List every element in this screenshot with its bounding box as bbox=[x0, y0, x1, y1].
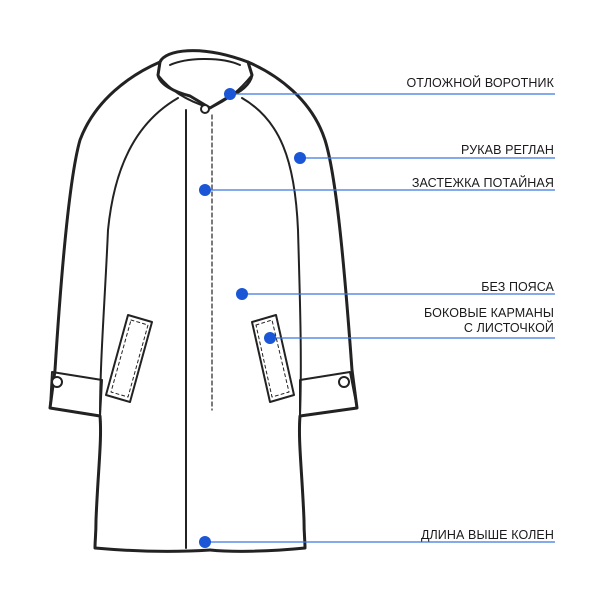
cuff-button-left bbox=[51, 376, 63, 388]
callout-label-pockets-line2: С ЛИСТОЧКОЙ bbox=[463, 321, 554, 335]
pocket-right-stitch bbox=[255, 319, 290, 398]
pocket-left-stitch bbox=[110, 319, 149, 398]
coat-outline bbox=[48, 49, 359, 553]
callout-label-length: ДЛИНА ВЫШЕ КОЛЕН bbox=[420, 528, 554, 542]
cuff-right bbox=[299, 371, 358, 417]
callout-lines bbox=[199, 88, 555, 548]
callout-label-pockets-line1: БОКОВЫЕ КАРМАНЫ bbox=[423, 306, 554, 320]
coat-left-side bbox=[48, 60, 212, 553]
callout-label-collar: ОТЛОЖНОЙ ВОРОТНИК bbox=[406, 76, 554, 90]
cuff-left bbox=[49, 371, 103, 417]
callout-label-sleeve: РУКАВ РЕГЛАН bbox=[461, 143, 554, 157]
callout-dot-fastener bbox=[199, 184, 211, 196]
pocket-right bbox=[251, 314, 295, 403]
pocket-left bbox=[105, 314, 153, 403]
callout-label-belt: БЕЗ ПОЯСА bbox=[481, 280, 554, 294]
collar-inner bbox=[169, 57, 241, 66]
collar-button bbox=[200, 104, 210, 114]
callout-dot-sleeve bbox=[294, 152, 306, 164]
coat-right-side bbox=[208, 60, 359, 553]
raglan-seam-left bbox=[99, 97, 179, 417]
callout-dot-pockets bbox=[264, 332, 276, 344]
cuff-button-right bbox=[338, 376, 350, 388]
callout-dot-collar bbox=[224, 88, 236, 100]
callout-dot-belt bbox=[236, 288, 248, 300]
raglan-seam-right bbox=[241, 97, 302, 417]
callout-label-pockets: БОКОВЫЕ КАРМАНЫ С ЛИСТОЧКОЙ bbox=[424, 306, 554, 336]
callout-dot-length bbox=[199, 536, 211, 548]
callout-label-fastener: ЗАСТЕЖКА ПОТАЙНАЯ bbox=[411, 176, 554, 190]
buttons bbox=[51, 104, 350, 388]
